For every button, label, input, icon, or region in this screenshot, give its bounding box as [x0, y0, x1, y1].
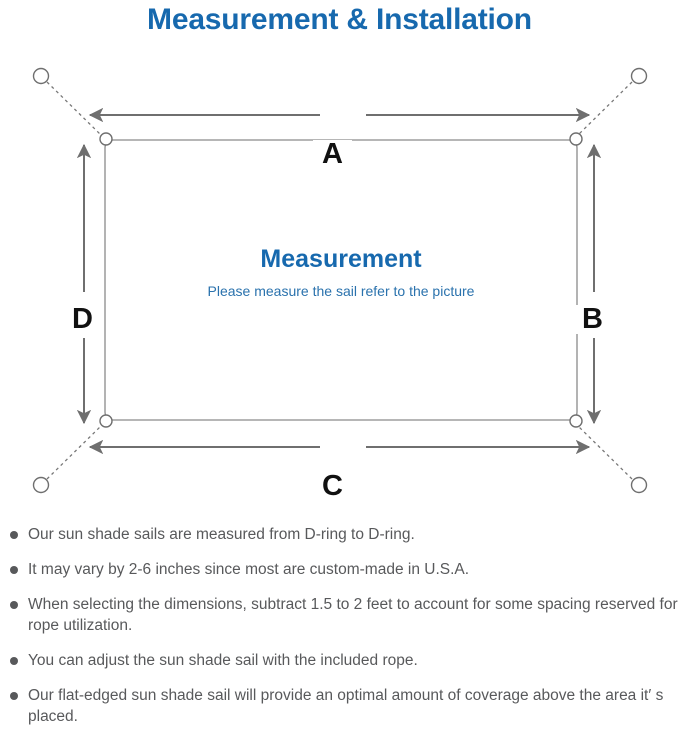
anchor-ring-top-left — [32, 67, 50, 85]
measurement-diagram-svg — [32, 67, 648, 494]
rope-bottom-left — [46, 424, 103, 480]
bullet-icon — [10, 692, 18, 700]
anchor-rings — [32, 67, 648, 494]
measurement-diagram: Measurement Please measure the sail refe… — [0, 46, 679, 518]
anchor-ring-top-right — [630, 67, 648, 85]
note-text: It may vary by 2-6 inches since most are… — [28, 561, 470, 578]
shade-sail-body — [104, 139, 578, 421]
rope-bottom-right — [576, 424, 633, 480]
list-item: Our flat-edged sun shade sail will provi… — [0, 685, 679, 727]
d-ring-top-left — [99, 132, 113, 146]
bullet-icon — [10, 566, 18, 574]
note-text: Our sun shade sails are measured from D-… — [28, 526, 415, 543]
notes-list: Our sun shade sails are measured from D-… — [0, 524, 679, 727]
list-item: You can adjust the sun shade sail with t… — [0, 650, 679, 671]
list-item: It may vary by 2-6 inches since most are… — [0, 559, 679, 580]
rope-lines — [46, 81, 633, 480]
bullet-icon — [10, 657, 18, 665]
list-item: Our sun shade sails are measured from D-… — [0, 524, 679, 545]
dimension-label-d: D — [63, 305, 102, 334]
dimension-label-c: C — [313, 472, 352, 501]
anchor-ring-bottom-left — [32, 476, 50, 494]
d-rings — [99, 132, 583, 428]
dimension-arrows — [76, 107, 602, 455]
dimension-label-a: A — [313, 140, 352, 169]
rope-top-right — [576, 81, 633, 137]
d-ring-bottom-right — [569, 414, 583, 428]
note-text: You can adjust the sun shade sail with t… — [28, 652, 418, 669]
dimension-label-b: B — [573, 305, 612, 334]
d-ring-top-right — [569, 132, 583, 146]
note-text: When selecting the dimensions, subtract … — [28, 596, 678, 634]
anchor-ring-bottom-right — [630, 476, 648, 494]
note-text: Our flat-edged sun shade sail will provi… — [28, 687, 664, 725]
page-title: Measurement & Installation — [147, 3, 532, 36]
list-item: When selecting the dimensions, subtract … — [0, 594, 679, 636]
bullet-icon — [10, 601, 18, 609]
rope-top-left — [46, 81, 103, 137]
d-ring-bottom-left — [99, 414, 113, 428]
bullet-icon — [10, 531, 18, 539]
